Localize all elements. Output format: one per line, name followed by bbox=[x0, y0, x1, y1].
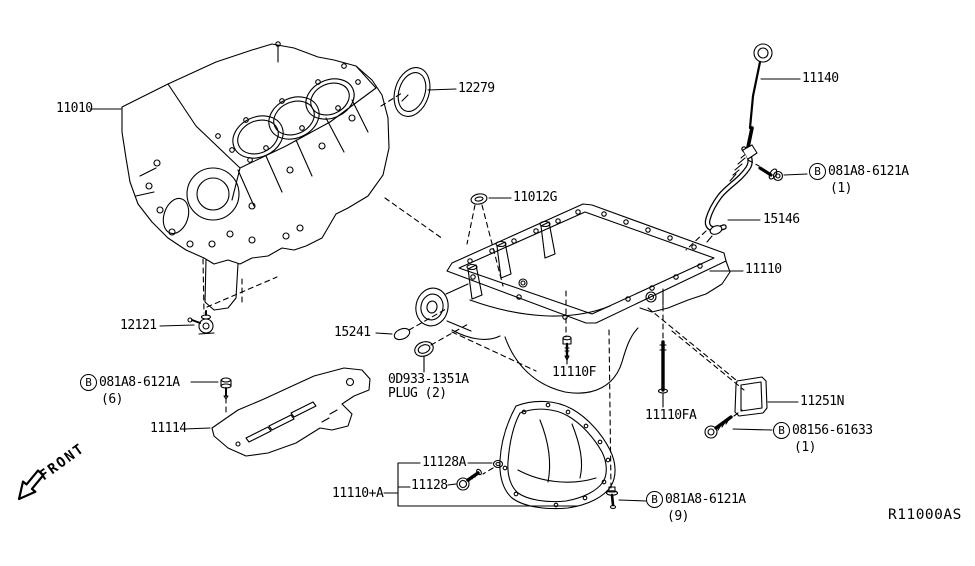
front-arrow-icon bbox=[17, 469, 45, 501]
stud-11110fa-drawing bbox=[657, 340, 669, 394]
part-label-15146[interactable]: 15146 bbox=[763, 212, 800, 227]
plug-caption: PLUG (2) bbox=[388, 386, 447, 401]
part-label-bolt-081a8-x6[interactable]: B 081A8-6121A (6) bbox=[80, 374, 180, 406]
bolt-quantity: (1) bbox=[794, 440, 816, 455]
lower-pan-holes bbox=[502, 402, 611, 508]
part-label-11128a[interactable]: 11128A bbox=[422, 455, 466, 470]
diagram-code: R11000AS bbox=[888, 507, 962, 523]
part-label-bolt-08156-x1[interactable]: B 08156-61633 (1) bbox=[773, 422, 873, 454]
part-label-11010[interactable]: 11010 bbox=[56, 101, 93, 116]
part-label-11140[interactable]: 11140 bbox=[802, 71, 839, 86]
bolt-b6-drawing bbox=[220, 377, 232, 400]
rear-oil-seal-drawing bbox=[393, 67, 431, 117]
part-label-11114[interactable]: 11114 bbox=[150, 421, 187, 436]
oring-15241-drawing bbox=[393, 327, 411, 341]
plug-part-number: 0D933-1351A bbox=[388, 372, 469, 387]
b-circle-icon: B bbox=[646, 491, 663, 508]
part-label-15241[interactable]: 15241 bbox=[334, 325, 371, 340]
part-label-11128[interactable]: 11128 bbox=[411, 478, 448, 493]
bolt-11110f-drawing bbox=[562, 335, 572, 361]
part-label-11251n[interactable]: 11251N bbox=[800, 394, 844, 409]
dashed-alignment-lines bbox=[202, 92, 760, 490]
pan-flange-holes bbox=[467, 209, 703, 320]
part-label-12121[interactable]: 12121 bbox=[120, 318, 157, 333]
part-label-11110[interactable]: 11110 bbox=[745, 262, 782, 277]
part-label-11110f[interactable]: 11110F bbox=[552, 365, 596, 380]
plug-0d933-drawing bbox=[414, 341, 434, 357]
bolt-b9-drawing bbox=[605, 486, 619, 510]
bolt-quantity: (6) bbox=[101, 392, 123, 407]
bolt-part-number: 081A8-6121A bbox=[828, 164, 909, 179]
block-bolt-bosses bbox=[145, 114, 356, 248]
part-label-bolt-081a8-x1[interactable]: B 081A8-6121A (1) bbox=[809, 163, 909, 195]
part-label-bolt-081a8-x9[interactable]: B 081A8-6121A (9) bbox=[646, 491, 746, 523]
bolt-part-number: 081A8-6121A bbox=[99, 375, 180, 390]
washer-11012g-drawing bbox=[470, 193, 488, 205]
drain-plug-11128-drawing bbox=[456, 468, 482, 491]
bolt-part-number: 081A8-6121A bbox=[665, 492, 746, 507]
splash-plate-11114-drawing bbox=[211, 367, 371, 457]
part-label-11012g[interactable]: 11012G bbox=[513, 190, 557, 205]
leader-lines bbox=[89, 78, 808, 507]
gauge-guide-tube-drawing bbox=[704, 144, 758, 243]
baffle-11251n-drawing bbox=[734, 376, 768, 417]
head-gasket-bores bbox=[232, 78, 355, 159]
part-label-11110-plus-a[interactable]: 11110+A bbox=[332, 486, 384, 501]
b-circle-icon: B bbox=[773, 422, 790, 439]
oil-pan-upper-drawing bbox=[415, 203, 731, 394]
bolt-081a8-x1-drawing bbox=[758, 166, 784, 182]
gasket-holes bbox=[215, 63, 361, 163]
pin-12121-drawing bbox=[187, 310, 215, 335]
bolt-quantity: (1) bbox=[830, 181, 852, 196]
cylinder-block-drawing bbox=[121, 41, 390, 311]
washer-11128a-drawing bbox=[492, 459, 504, 469]
part-label-12279[interactable]: 12279 bbox=[458, 81, 495, 96]
b-circle-icon: B bbox=[80, 374, 97, 391]
bolt-part-number: 08156-61633 bbox=[792, 423, 873, 438]
b-circle-icon: B bbox=[809, 163, 826, 180]
bolt-quantity: (9) bbox=[667, 509, 689, 524]
part-label-11110fa[interactable]: 11110FA bbox=[645, 408, 697, 423]
part-label-0d933-plug[interactable]: 0D933-1351A PLUG (2) bbox=[388, 373, 469, 401]
oil-pan-lower-drawing bbox=[499, 400, 616, 510]
bolt-08156-drawing bbox=[704, 415, 733, 439]
